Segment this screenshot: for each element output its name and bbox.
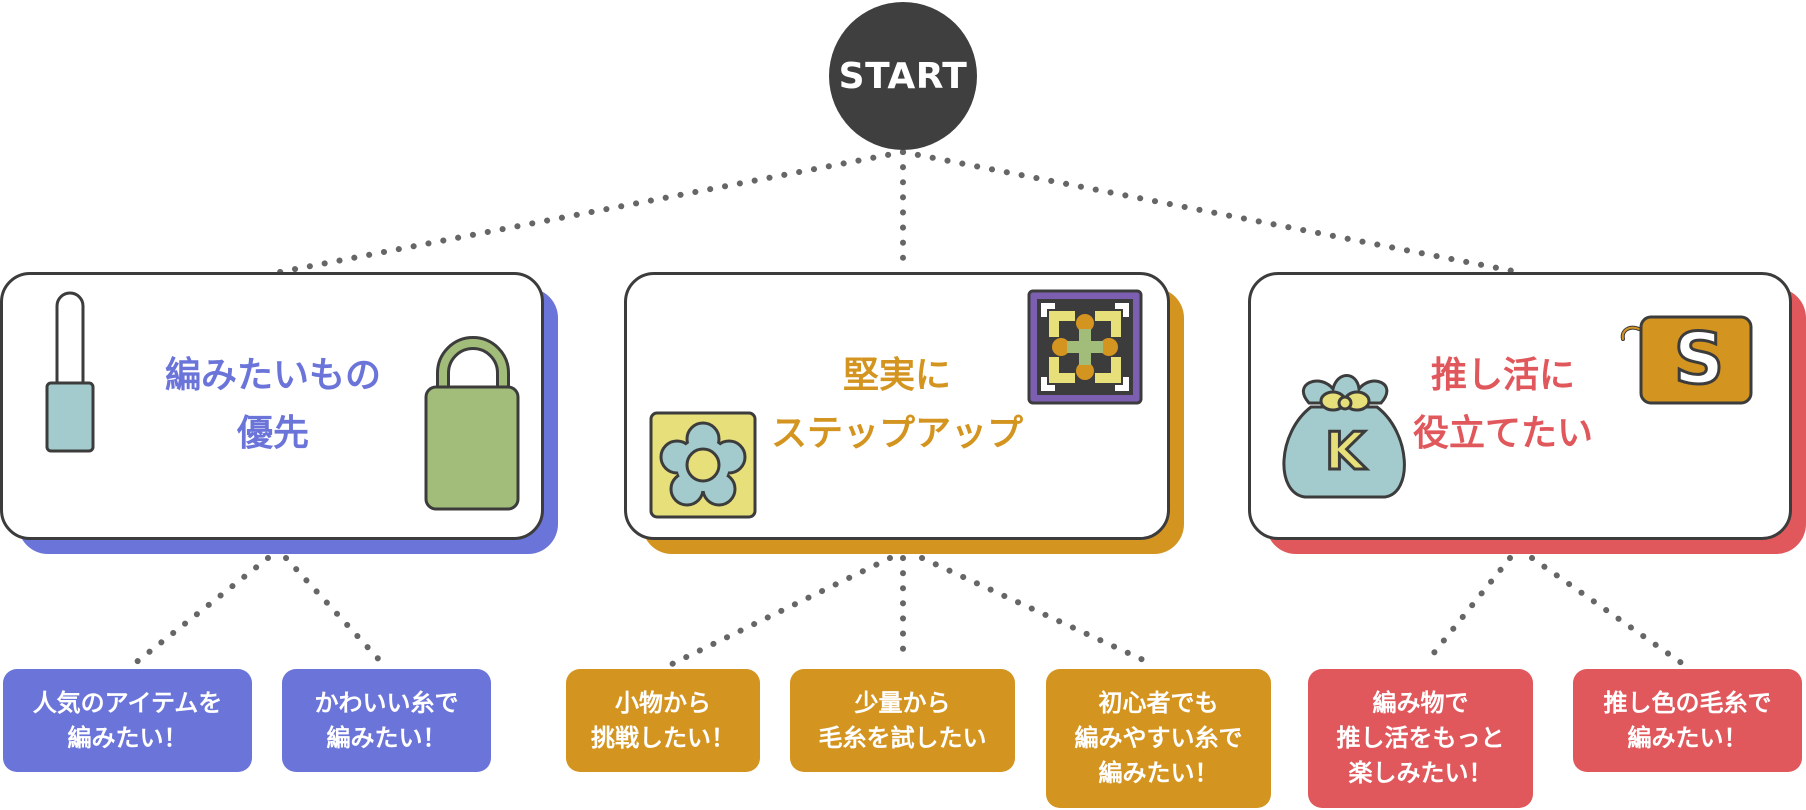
leaf-beginner-friendly: 初心者でも編みやすい糸で編みたい！: [1046, 669, 1271, 808]
branch-2-title: 堅実に ステップアップ: [770, 355, 1023, 454]
letter-tag-icon: S: [1620, 315, 1753, 409]
branch-2-card: 堅実に ステップアップ: [624, 272, 1170, 540]
pouch-letter: K: [1323, 421, 1366, 484]
granny-square-icon: [1027, 289, 1143, 405]
start-node: START: [829, 2, 977, 150]
branch-1-title: 編みたいもの 優先: [164, 355, 381, 454]
drawstring-pouch-icon: K: [1281, 363, 1407, 503]
leaf-small-amount: 少量から毛糸を試したい: [790, 669, 1015, 772]
branch-3-title: 推し活に 役立てたい: [1412, 355, 1593, 454]
leaf-small-items: 小物から挑戦したい！: [566, 669, 760, 772]
knitting-needle-icon: [45, 291, 95, 453]
leaf-popular-items: 人気のアイテムを編みたい！: [3, 669, 252, 772]
branch-1-card: 編みたいもの 優先: [0, 272, 544, 540]
tag-letter: S: [1672, 317, 1725, 402]
tote-bag-icon: [424, 336, 520, 511]
leaf-enjoy-oshikatsu: 編み物で推し活をもっと楽しみたい！: [1308, 669, 1533, 808]
leaf-cute-yarn: かわいい糸で編みたい！: [282, 669, 491, 772]
leaf-oshi-color-yarn: 推し色の毛糸で編みたい！: [1573, 669, 1802, 772]
branch-3-card: 推し活に 役立てたい K S: [1248, 272, 1792, 540]
flower-coaster-icon: [649, 411, 757, 519]
start-label: START: [838, 55, 968, 97]
